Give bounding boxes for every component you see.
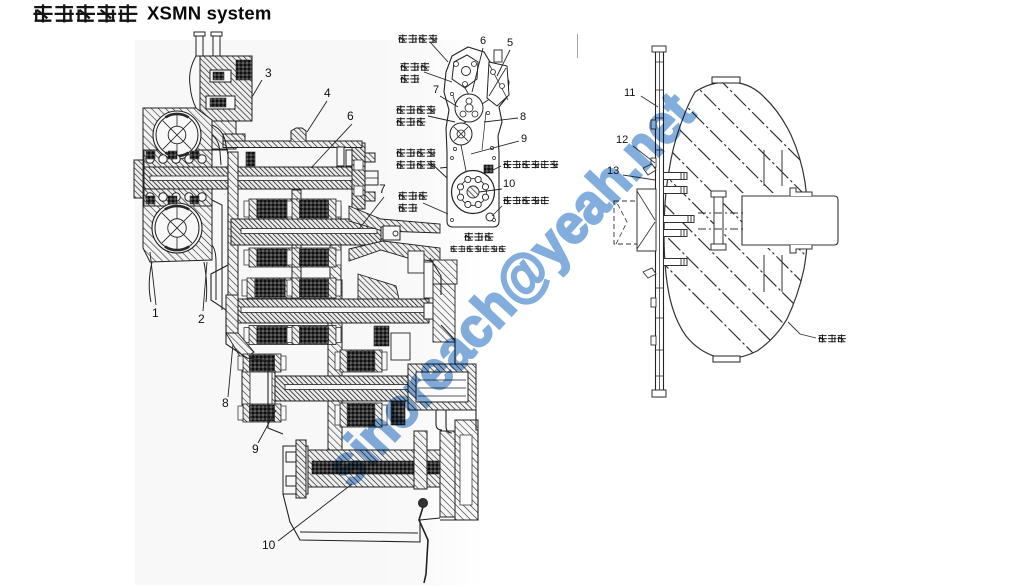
svg-text:12: 12 [616,134,628,146]
svg-text:11: 11 [624,87,635,99]
svg-text:5: 5 [507,37,513,49]
svg-text:9: 9 [521,133,527,145]
svg-text:13: 13 [607,165,619,177]
svg-text:XSMN system: XSMN system [147,3,272,24]
svg-text:8: 8 [520,111,526,123]
svg-text:10: 10 [503,178,515,190]
